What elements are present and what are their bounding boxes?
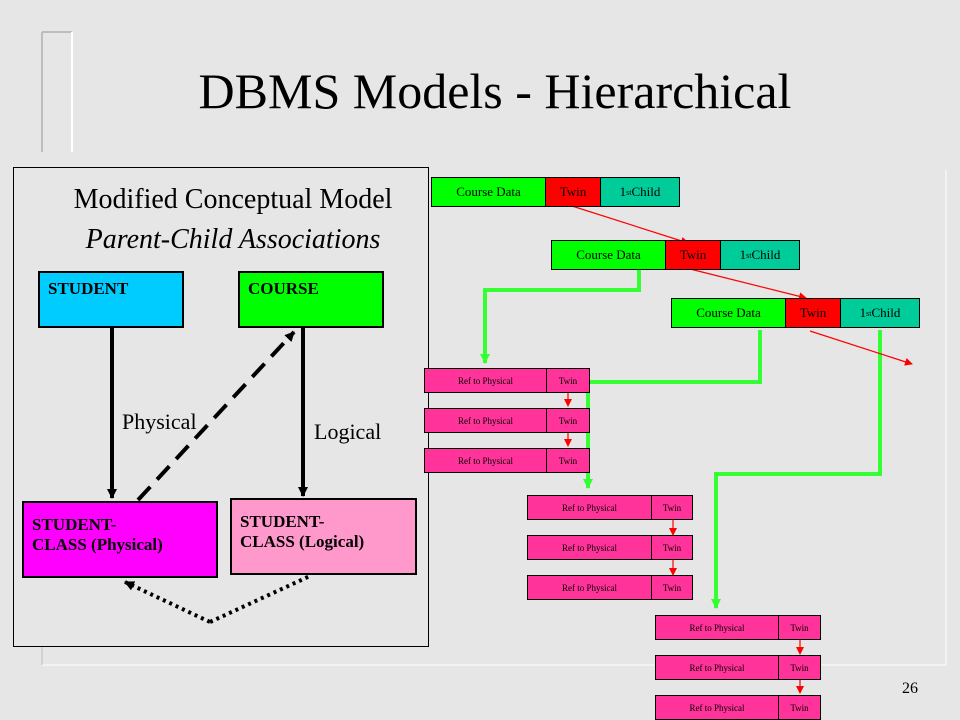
ref-to-physical-cell: Ref to Physical: [424, 368, 547, 393]
twin-link-1: [571, 205, 689, 245]
ref-twin-cell: Twin: [778, 615, 821, 640]
course-entity: COURSE: [238, 271, 384, 328]
twin-link-3: [809, 330, 913, 366]
ref-to-physical-cell: Ref to Physical: [527, 575, 652, 600]
page-number: 26: [902, 680, 918, 697]
twin-link-2: [689, 268, 807, 301]
course-data-cell: Course Data: [671, 298, 786, 328]
child-link-3: [711, 330, 882, 609]
dotted-left: [124, 580, 211, 624]
ref-to-physical-cell: Ref to Physical: [424, 448, 547, 473]
ref-twin-cell: Twin: [651, 495, 693, 520]
dashed-association: [136, 330, 296, 502]
ref-twin-cell: Twin: [546, 408, 590, 433]
ref-twin-cell: Twin: [778, 655, 821, 680]
child-link-1: [480, 270, 641, 364]
twin-pointer-cell: Twin: [545, 177, 601, 207]
ref-to-physical-cell: Ref to Physical: [424, 408, 547, 433]
ref-twin-cell: Twin: [651, 575, 693, 600]
course-label: COURSE: [248, 279, 319, 298]
ref-twin-cell: Twin: [546, 448, 590, 473]
child-link-2: [583, 330, 762, 489]
model-title: Modified Conceptual Model: [73, 184, 393, 215]
twin-pointer-cell: Twin: [785, 298, 841, 328]
twin-pointer-cell: Twin: [665, 240, 721, 270]
student-class-physical-label: STUDENT- CLASS (Physical): [32, 515, 163, 554]
ref-to-physical-cell: Ref to Physical: [655, 695, 779, 720]
logical-label: Logical: [314, 419, 382, 444]
slide-title: DBMS Models - Hierarchical: [198, 63, 792, 119]
student-class-logical-entity: STUDENT- CLASS (Logical): [230, 498, 417, 575]
student-label: STUDENT: [48, 279, 129, 298]
student-class-physical-entity: STUDENT- CLASS (Physical): [22, 501, 218, 578]
ref-to-physical-cell: Ref to Physical: [527, 535, 652, 560]
dotted-right: [209, 574, 311, 624]
course-data-cell: Course Data: [551, 240, 666, 270]
ref-to-physical-cell: Ref to Physical: [527, 495, 652, 520]
ref-twin-cell: Twin: [546, 368, 590, 393]
model-subtitle: Parent-Child Associations: [85, 224, 381, 255]
ref-to-physical-cell: Ref to Physical: [655, 655, 779, 680]
physical-label: Physical: [122, 409, 197, 434]
student-class-logical-label: STUDENT- CLASS (Logical): [240, 512, 365, 551]
student-entity: STUDENT: [38, 271, 184, 328]
ref-twin-cell: Twin: [651, 535, 693, 560]
ref-twin-cell: Twin: [778, 695, 821, 720]
ref-to-physical-cell: Ref to Physical: [655, 615, 779, 640]
course-data-cell: Course Data: [431, 177, 546, 207]
